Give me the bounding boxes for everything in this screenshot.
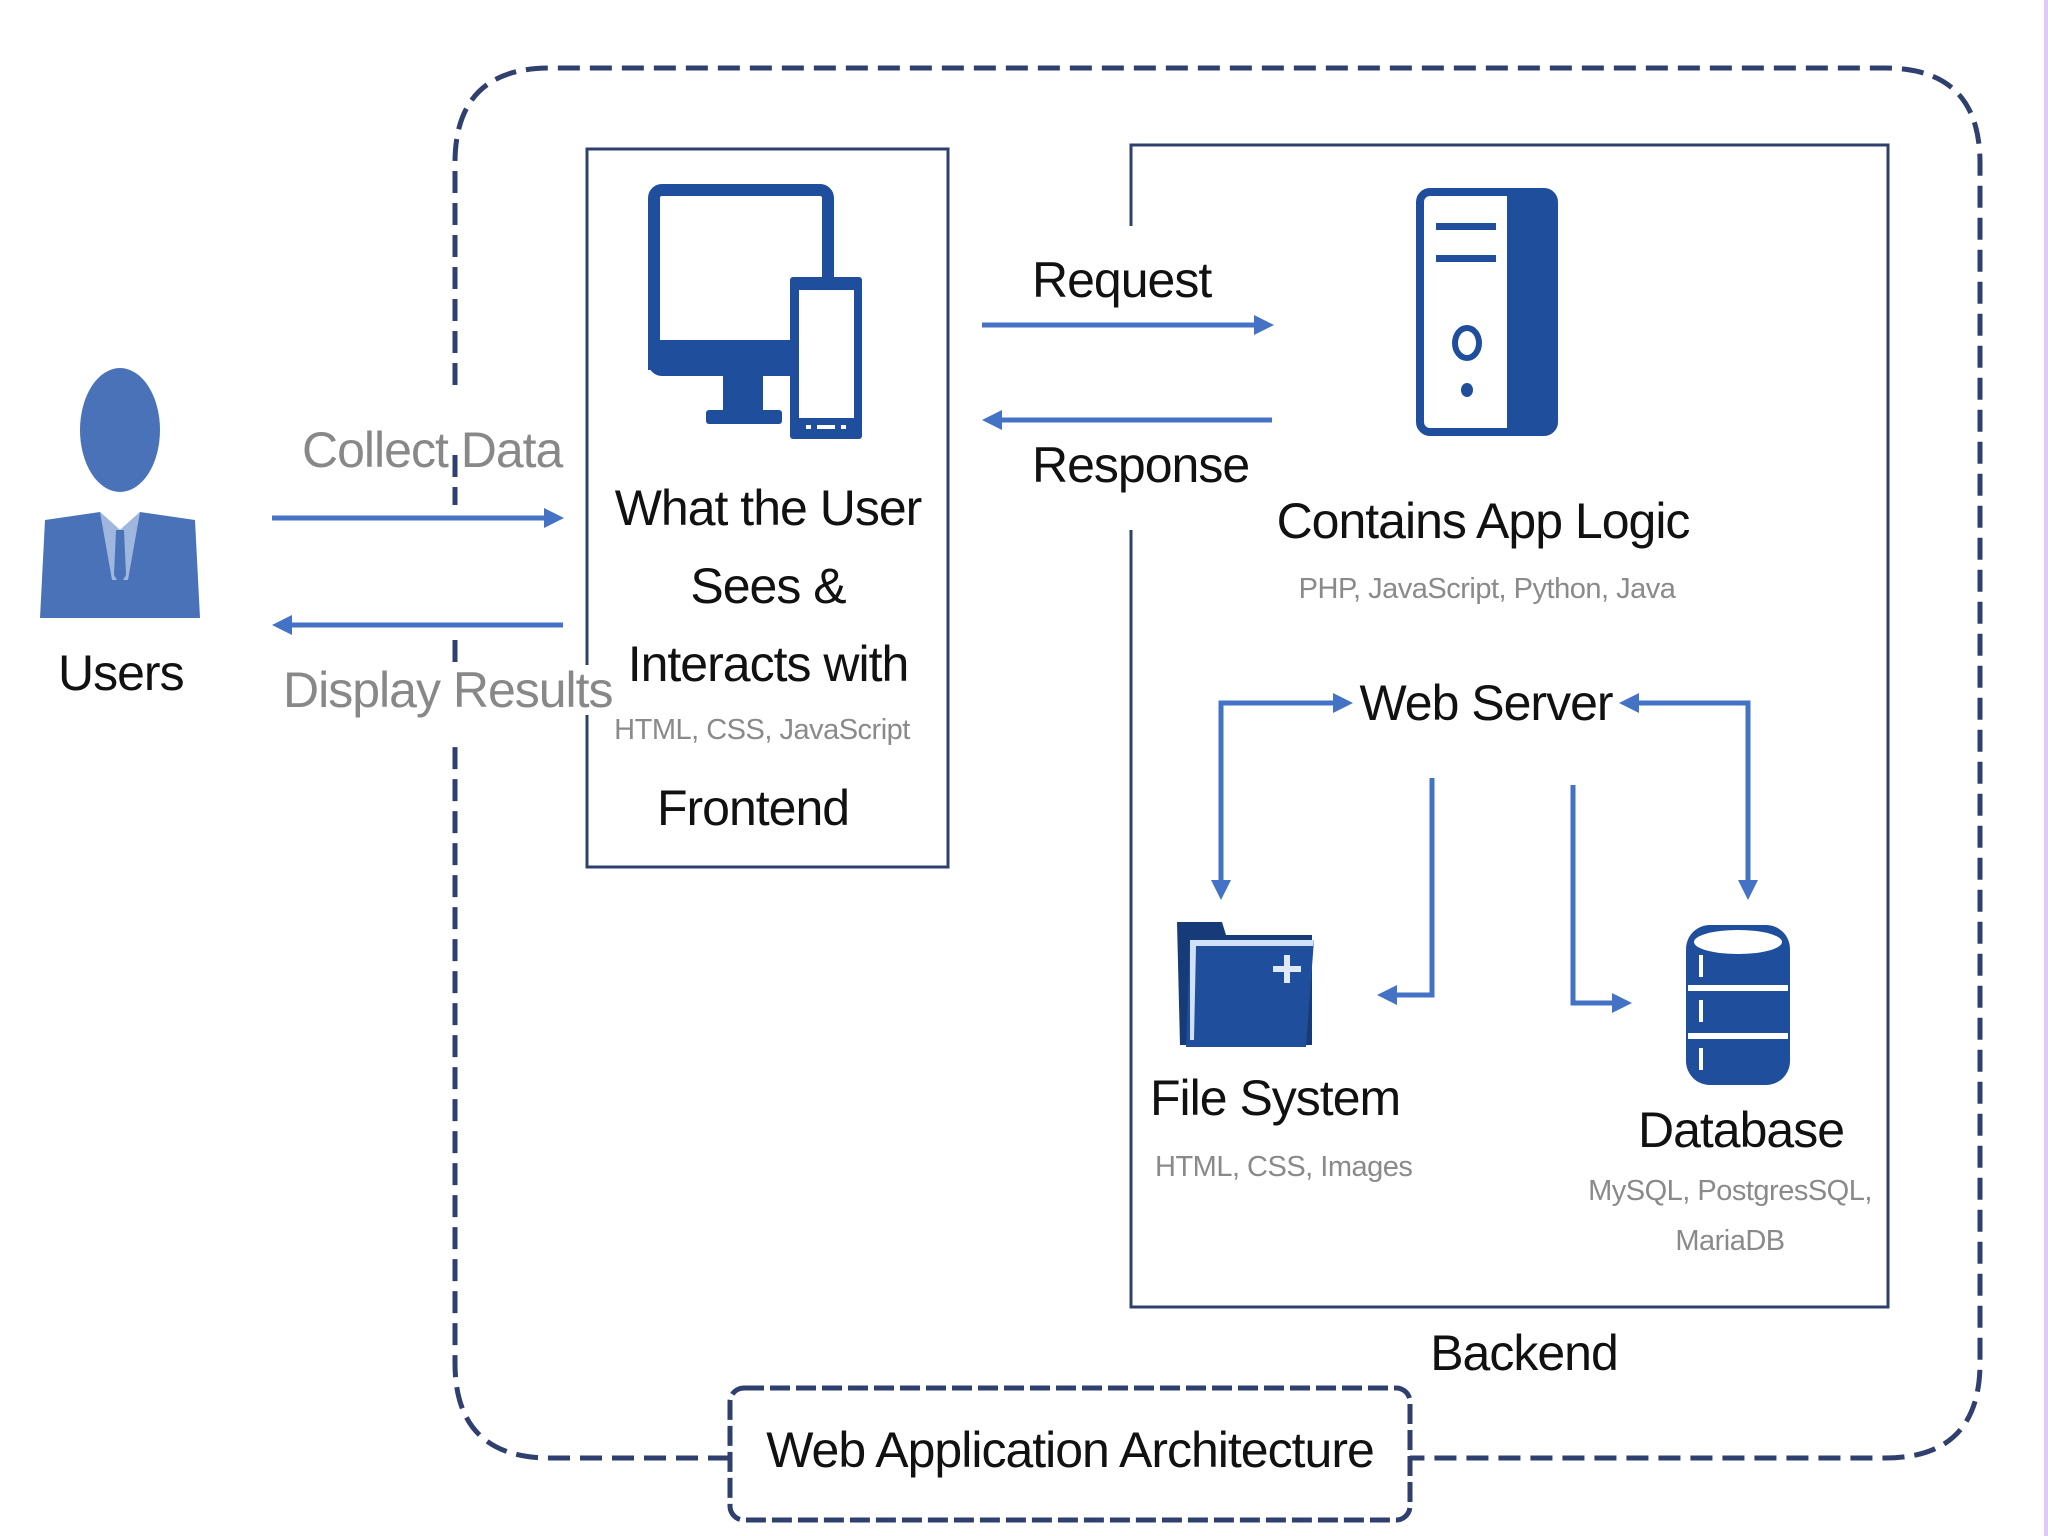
request-label: Request — [1032, 252, 1212, 308]
user-silhouette-icon — [40, 368, 200, 618]
database-technologies-line-2: MariaDB — [1675, 1225, 1785, 1257]
frontend-box — [585, 147, 950, 869]
backend-box — [1129, 143, 1890, 1309]
database-technologies-line-1: MySQL, PostgresSQL, — [1588, 1175, 1872, 1207]
window-edge — [2044, 0, 2048, 1536]
frontend-technologies: HTML, CSS, JavaScript — [614, 714, 910, 746]
frontend-description-line-2: Sees & — [690, 558, 846, 614]
web-app-boundary — [452, 65, 1983, 1461]
users-label: Users — [58, 645, 185, 701]
web-server-connectors — [1211, 693, 1758, 1013]
backend-label: Backend — [1430, 1325, 1619, 1381]
diagram-title: Web Application Architecture — [766, 1422, 1375, 1478]
database-icon — [1686, 925, 1790, 1085]
collect-data-label: Collect Data — [302, 422, 563, 478]
file-system-technologies: HTML, CSS, Images — [1155, 1151, 1413, 1183]
app-logic-technologies: PHP, JavaScript, Python, Java — [1298, 573, 1676, 605]
title-box — [727, 1385, 1413, 1523]
app-logic-title: Contains App Logic — [1276, 493, 1691, 549]
frontend-description-line-3: Interacts with — [627, 636, 910, 692]
folder-plus-icon — [1177, 922, 1314, 1047]
server-tower-icon — [1416, 188, 1558, 436]
frontend-description-line-1: What the User — [614, 480, 923, 536]
monitor-and-phone-icon — [648, 184, 862, 439]
display-results-label: Display Results — [283, 662, 614, 718]
file-system-title: File System — [1150, 1070, 1401, 1126]
web-server-label: Web Server — [1359, 675, 1613, 731]
response-label: Response — [1032, 437, 1250, 493]
frontend-label: Frontend — [656, 780, 850, 836]
database-title: Database — [1637, 1102, 1845, 1158]
